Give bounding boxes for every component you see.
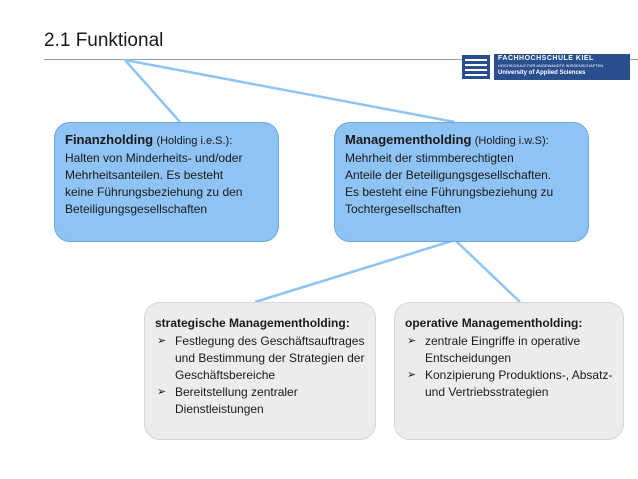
logo-line-2: HOCHSCHULE FÜR ANGEWANDTE WISSENSCHAFTEN xyxy=(498,63,604,68)
finanzholding-heading: Finanzholding xyxy=(65,132,154,147)
list-item-text: zentrale Eingriffe in operative Entschei… xyxy=(425,334,581,365)
logo-line-3: University of Applied Sciences xyxy=(498,70,586,76)
arrow-bullet-icon: ➢ xyxy=(407,369,417,381)
title-divider xyxy=(44,59,638,60)
arrow-bullet-icon: ➢ xyxy=(157,335,167,347)
university-logo: FACHHOCHSCHULE KIEL HOCHSCHULE FÜR ANGEW… xyxy=(462,52,630,82)
finanzholding-subheading: (Holding i.e.S.): xyxy=(156,135,233,147)
managementholding-line: Mehrheit der stimmberechtigten xyxy=(345,151,514,165)
managementholding-box: Managementholding (Holding i.w.S): Mehrh… xyxy=(334,122,589,242)
finanzholding-box: Finanzholding (Holding i.e.S.): Halten v… xyxy=(54,122,279,242)
connector-title-to-managementholding xyxy=(124,58,456,124)
managementholding-line: Es besteht eine Führungsbeziehung zu xyxy=(345,185,554,199)
strategisch-list: ➢ Festlegung des Geschäftsauftrages und … xyxy=(155,333,367,418)
arrow-bullet-icon: ➢ xyxy=(157,386,167,398)
strategisch-heading: strategische Managementholding: xyxy=(155,316,350,330)
strategische-managementholding-box: strategische Managementholding: ➢ Festle… xyxy=(144,302,376,440)
managementholding-subheading: (Holding i.w.S): xyxy=(474,135,549,147)
managementholding-line: Tochtergesellschaften xyxy=(345,202,462,216)
operative-managementholding-box: operative Managementholding: ➢ zentrale … xyxy=(394,302,624,440)
finanzholding-line: Mehrheitsanteilen. Es besteht xyxy=(65,168,224,182)
connector-management-to-operativ xyxy=(454,239,521,303)
operativ-heading: operative Managementholding: xyxy=(405,316,583,330)
logo-line-1: FACHHOCHSCHULE KIEL xyxy=(498,55,594,62)
list-item: ➢ zentrale Eingriffe in operative Entsch… xyxy=(405,333,615,367)
managementholding-heading: Managementholding xyxy=(345,132,472,147)
operativ-list: ➢ zentrale Eingriffe in operative Entsch… xyxy=(405,333,615,401)
list-item: ➢ Festlegung des Geschäftsauftrages und … xyxy=(155,333,367,384)
list-item-text: Konzipierung Produktions-, Absatz- und V… xyxy=(425,368,613,399)
arrow-bullet-icon: ➢ xyxy=(407,335,417,347)
connector-management-to-strategisch xyxy=(254,238,456,304)
finanzholding-line: Halten von Minderheits- und/oder xyxy=(65,151,243,165)
wave-logo-icon xyxy=(462,55,490,79)
list-item-text: Festlegung des Geschäftsauftrages und Be… xyxy=(175,334,365,382)
list-item: ➢ Bereitstellung zentraler Dienstleistun… xyxy=(155,384,367,418)
list-item: ➢ Konzipierung Produktions-, Absatz- und… xyxy=(405,367,615,401)
managementholding-line: Anteile der Beteiligungsgesellschaften. xyxy=(345,168,552,182)
list-item-text: Bereitstellung zentraler Dienstleistunge… xyxy=(175,385,298,416)
finanzholding-line: Beteiligungsgesellschaften xyxy=(65,202,208,216)
slide-title: 2.1 Funktional xyxy=(44,30,164,51)
logo-text: FACHHOCHSCHULE KIEL HOCHSCHULE FÜR ANGEW… xyxy=(494,54,630,80)
connector-title-to-finanzholding xyxy=(124,59,181,123)
finanzholding-line: keine Führungsbeziehung zu den xyxy=(65,185,243,199)
